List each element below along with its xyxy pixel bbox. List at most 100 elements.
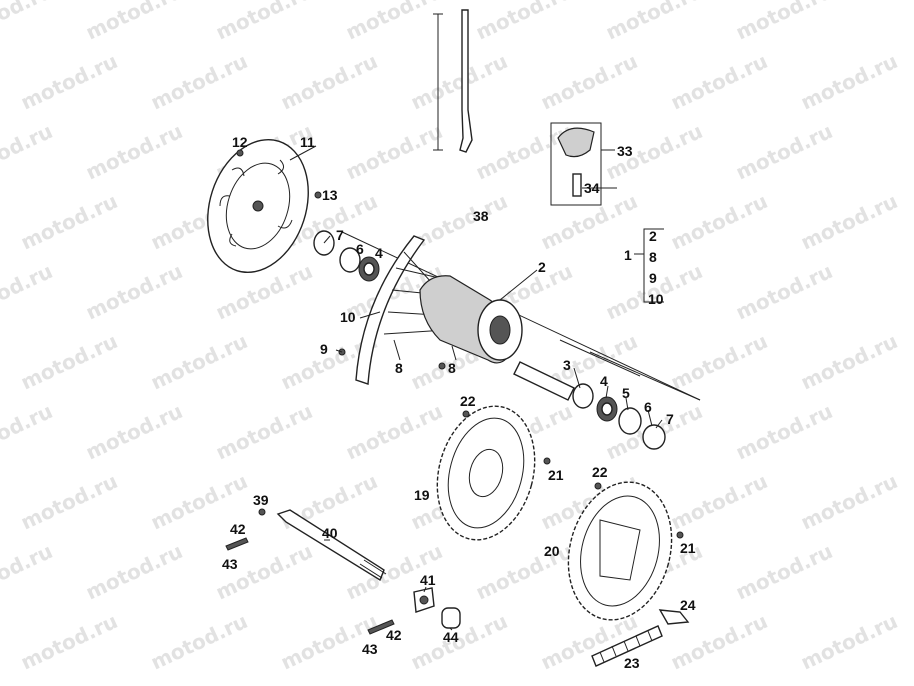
watermark-text: motod.ru: [0, 259, 56, 325]
watermark-text: motod.ru: [667, 329, 771, 395]
chain-drawing: [591, 609, 690, 667]
callouts: 1 2 8 9 10 2 3 4 5 6 7 7 6 4 10 9 8 8 11…: [222, 134, 696, 671]
watermark-text: motod.ru: [212, 399, 316, 465]
callout-34: 34: [584, 180, 600, 196]
watermark-text: motod.ru: [407, 189, 511, 255]
callout-43-bottom: 43: [362, 641, 378, 657]
callout-13: 13: [322, 187, 338, 203]
callout-7-right: 7: [666, 411, 674, 427]
valve-group-drawing: [550, 122, 615, 206]
watermark-text: motod.ru: [472, 0, 576, 45]
callout-41: 41: [420, 572, 436, 588]
callout-39: 39: [253, 492, 269, 508]
watermark-text: motod.ru: [602, 0, 706, 45]
watermark-text: motod.ru: [667, 189, 771, 255]
callout-19: 19: [414, 487, 430, 503]
sprocket-20-drawing: [567, 481, 684, 621]
leader-lines: [289, 145, 663, 631]
watermark-text: motod.ru: [17, 49, 121, 115]
watermark-text: motod.ru: [472, 119, 576, 185]
watermark-text: motod.ru: [82, 119, 186, 185]
watermark-text: motod.ru: [17, 469, 121, 535]
callout-8-rim: 8: [395, 360, 403, 376]
adjuster-drawing: [367, 587, 461, 635]
watermark-text: motod.ru: [147, 329, 251, 395]
callout-kit-2: 2: [649, 228, 657, 244]
watermark-text: motod.ru: [0, 0, 56, 45]
wheel-rim-drawing: [338, 230, 701, 401]
callout-1: 1: [624, 247, 632, 263]
watermark-text: motod.ru: [147, 609, 251, 675]
watermark-text: motod.ru: [537, 49, 641, 115]
callout-22-bottom: 22: [592, 464, 608, 480]
sprocket-19-drawing: [436, 405, 551, 541]
callout-2: 2: [538, 259, 546, 275]
watermark-text: motod.ru: [342, 399, 446, 465]
right-bearings-drawing: [513, 339, 701, 450]
watermark-text: motod.ru: [0, 119, 56, 185]
callout-38: 38: [473, 208, 489, 224]
watermark-text: motod.ru: [797, 329, 901, 395]
watermark-text: motod.ru: [667, 469, 771, 535]
watermark-text: motod.ru: [0, 539, 56, 605]
left-bearings-drawing: [313, 230, 380, 282]
watermark-text: motod.ru: [17, 329, 121, 395]
watermark-text: motod.ru: [667, 49, 771, 115]
callout-8-hub: 8: [448, 360, 456, 376]
callout-12: 12: [232, 134, 248, 150]
watermark-text: motod.ru: [17, 189, 121, 255]
watermark-text: motod.ru: [147, 49, 251, 115]
callout-23: 23: [624, 655, 640, 671]
watermark-text: motod.ru: [472, 539, 576, 605]
callout-22-top: 22: [460, 393, 476, 409]
watermark-text: motod.ru: [342, 0, 446, 45]
callout-kit-8: 8: [649, 249, 657, 265]
callout-40: 40: [322, 525, 338, 541]
watermark-text: motod.ru: [82, 539, 186, 605]
callout-6-right: 6: [644, 399, 652, 415]
watermark-text: motod.ru: [797, 49, 901, 115]
watermark-text: motod.ru: [797, 609, 901, 675]
callout-10: 10: [340, 309, 356, 325]
callout-24: 24: [680, 597, 696, 613]
watermark-text: motod.ru: [277, 49, 381, 115]
watermark-text: motod.ru: [82, 399, 186, 465]
watermark-text: motod.ru: [212, 0, 316, 45]
callout-33: 33: [617, 143, 633, 159]
callout-7-left: 7: [336, 227, 344, 243]
callout-3: 3: [563, 357, 571, 373]
watermark-text: motod.ru: [732, 259, 836, 325]
callout-42-top: 42: [230, 521, 246, 537]
watermark-text: motod.ru: [732, 539, 836, 605]
kit-bracket-drawing: [634, 228, 664, 303]
watermark-text: motod.ru: [342, 119, 446, 185]
callout-42-bottom: 42: [386, 627, 402, 643]
axle-drawing: [225, 508, 387, 582]
callout-9: 9: [320, 341, 328, 357]
callout-5: 5: [622, 385, 630, 401]
brake-disc-drawing: [207, 138, 322, 274]
spoke-rod-drawing: [433, 9, 473, 153]
callout-21-bottom: 21: [680, 540, 696, 556]
watermark-text: motod.ru: [82, 259, 186, 325]
callout-44: 44: [443, 629, 459, 645]
callout-43-top: 43: [222, 556, 238, 572]
callout-kit-10: 10: [648, 291, 664, 307]
callout-4-right: 4: [600, 373, 608, 389]
callout-11: 11: [300, 134, 315, 150]
watermark-text: motod.ru: [82, 0, 186, 45]
callout-21-top: 21: [548, 467, 564, 483]
callout-kit-9: 9: [649, 270, 657, 286]
callout-4-left: 4: [375, 245, 383, 261]
watermark-text: motod.ru: [0, 399, 56, 465]
watermark-text: motod.ru: [537, 189, 641, 255]
watermark-text: motod.ru: [732, 399, 836, 465]
watermark-text: motod.ru: [732, 119, 836, 185]
watermark-text: motod.ru: [797, 469, 901, 535]
watermark-text: motod.ru: [17, 609, 121, 675]
watermark-text: motod.ru: [797, 189, 901, 255]
callout-6-left: 6: [356, 241, 364, 257]
watermark-text: motod.ru: [732, 0, 836, 45]
